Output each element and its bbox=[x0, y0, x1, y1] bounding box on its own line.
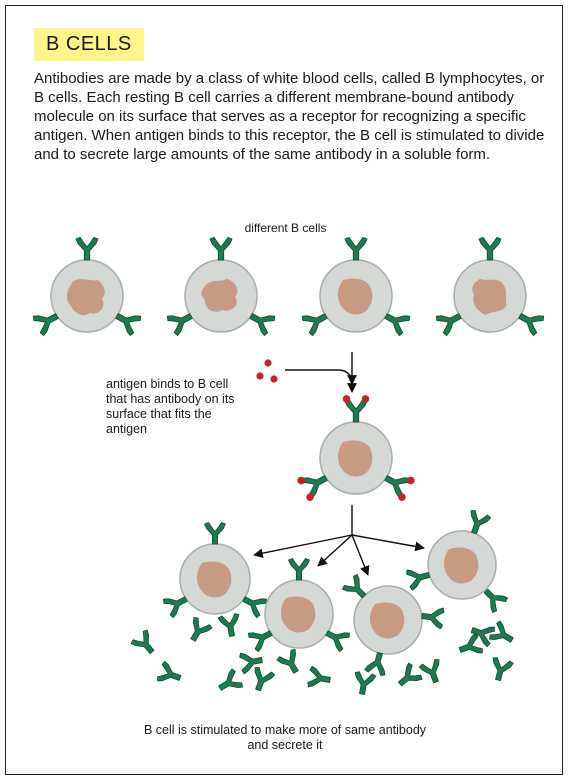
daughter-cell-4 bbox=[405, 508, 510, 615]
antigen-molecules bbox=[256, 359, 278, 383]
label-antigen-binds: antigen binds to B cell that has antibod… bbox=[106, 377, 235, 436]
b-cell-4 bbox=[434, 237, 546, 337]
division-arrows bbox=[253, 505, 425, 576]
daughter-cell-2 bbox=[246, 558, 352, 653]
b-cell-1 bbox=[31, 237, 143, 337]
daughter-cell-1 bbox=[161, 522, 269, 619]
label-stimulated: B cell is stimulated to make more of sam… bbox=[143, 723, 427, 752]
daughter-cell-3 bbox=[340, 572, 446, 677]
b-cell-3 bbox=[300, 237, 412, 337]
intro-paragraph: Antibodies are made by a class of white … bbox=[34, 70, 545, 163]
panel-title: B CELLS bbox=[46, 33, 132, 55]
title-highlight: B CELLS bbox=[34, 28, 144, 61]
activated-b-cell bbox=[297, 395, 415, 501]
b-cell-2 bbox=[165, 237, 277, 337]
binding-arrow bbox=[285, 352, 357, 393]
label-different-b-cells: different B cells bbox=[244, 221, 327, 235]
